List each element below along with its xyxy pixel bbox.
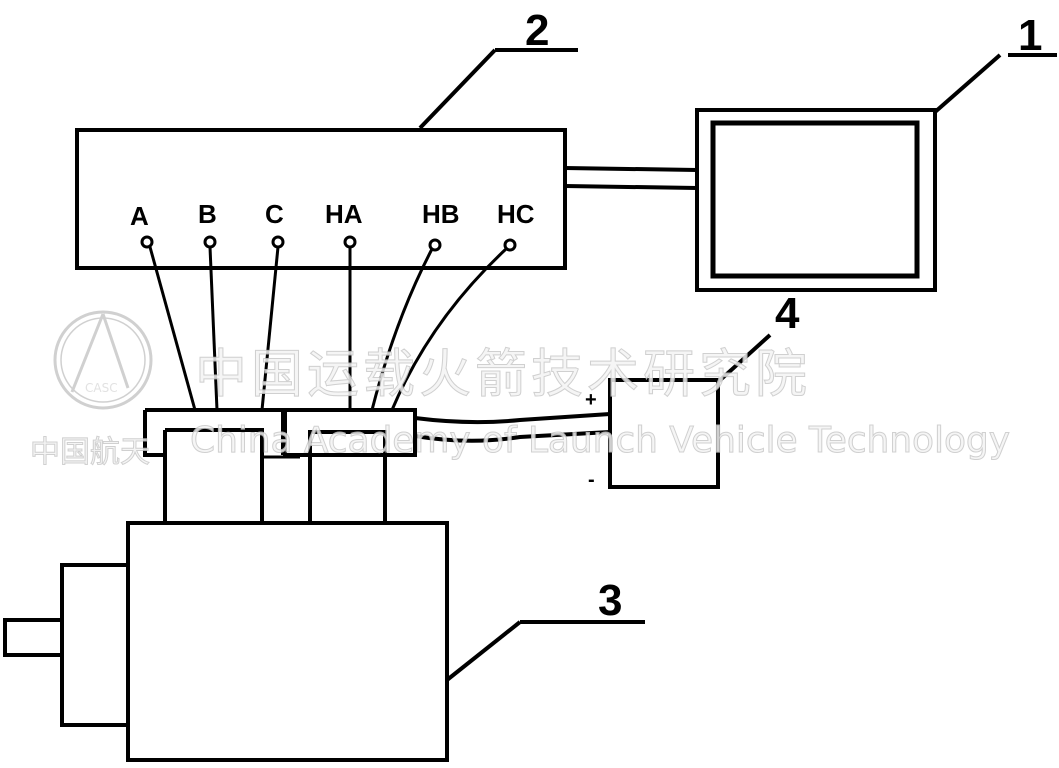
callout-3: 3 <box>598 576 622 625</box>
motor-body <box>126 521 449 762</box>
terminal-c <box>271 235 285 249</box>
terminal-hc <box>503 238 517 252</box>
wire-hc <box>390 247 508 411</box>
motor-flange <box>60 563 128 727</box>
terminal-label-b: B <box>198 199 217 229</box>
watermark: CASC 中国运载火箭技术研究院 China Academy of Launch… <box>30 310 1011 471</box>
power-connector-edge <box>143 410 165 457</box>
display-outer <box>695 108 937 292</box>
terminal-label-a: A <box>130 201 149 231</box>
controller-box <box>75 128 567 270</box>
callout-2: 2 <box>525 6 549 55</box>
terminal-label-ha: HA <box>325 199 363 229</box>
display-screen <box>710 120 920 279</box>
casc-logo: CASC <box>53 310 153 410</box>
terminal-label-hb: HB <box>422 199 460 229</box>
terminal-ha <box>343 235 357 249</box>
plus-sign: + <box>585 389 597 411</box>
wire-hb <box>370 248 434 411</box>
power-plug <box>165 428 264 523</box>
leader-line-1 <box>933 53 1002 114</box>
watermark-title-en: China Academy of Launch Vehicle Technolo… <box>190 420 1010 461</box>
supply-wire-minus <box>414 430 611 443</box>
supply-wire-plus <box>414 412 611 425</box>
terminal-b <box>203 235 217 249</box>
cable-line <box>564 166 698 172</box>
hall-connector <box>283 408 417 457</box>
svg-text:CASC: CASC <box>85 381 118 395</box>
hall-plug <box>308 430 387 523</box>
leader-line-4 <box>716 333 772 384</box>
wire-b <box>208 246 219 411</box>
terminal-label-c: C <box>265 199 284 229</box>
minus-sign: - <box>588 469 595 491</box>
leader-line-2 <box>418 48 497 130</box>
terminal-label-hc: HC <box>497 199 535 229</box>
wire-a <box>148 246 197 411</box>
callout-1: 1 <box>1018 11 1042 60</box>
wire-c <box>260 246 280 411</box>
motor-shaft <box>3 618 62 657</box>
leader-line-3 <box>445 620 522 682</box>
terminal-hb <box>428 238 442 252</box>
watermark-title-cn: 中国运载火箭技术研究院 <box>195 345 811 405</box>
watermark-brand-cn: 中国航天 <box>30 435 150 470</box>
terminal-a <box>140 235 154 249</box>
callout-4: 4 <box>775 289 800 338</box>
cable-line <box>564 184 698 190</box>
